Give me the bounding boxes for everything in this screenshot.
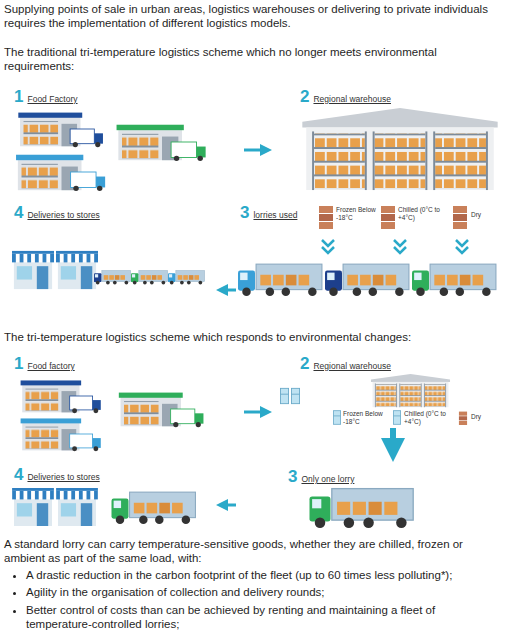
fridge-container	[291, 388, 299, 403]
step-number: 1	[14, 88, 23, 105]
stores-and-convoy	[12, 251, 205, 289]
step-number: 3	[240, 204, 249, 221]
factory-building	[117, 125, 206, 161]
step-number: 2	[300, 355, 309, 372]
store	[12, 251, 54, 289]
chevron	[322, 240, 334, 253]
warehouse-illustration	[280, 374, 467, 425]
store	[12, 488, 54, 526]
flow-arrow	[228, 289, 236, 292]
lorry	[131, 271, 168, 285]
step-number: 1	[14, 355, 23, 372]
step-header: 4 Deliveries to stores	[8, 458, 216, 483]
lorry	[412, 264, 496, 296]
chevron	[394, 240, 406, 253]
goods-stack	[453, 206, 467, 229]
goods-stack	[459, 412, 467, 425]
factory-building	[16, 155, 105, 191]
temperature-label: Dry	[471, 413, 497, 421]
factory-illustration	[16, 113, 206, 192]
step-title: Regional warehouse	[313, 362, 391, 371]
flow-arrow	[244, 149, 260, 152]
step-title: lorries used	[253, 211, 297, 220]
paragraph: A standard lorry can carry temperature-s…	[4, 537, 504, 566]
flow-arrow	[244, 411, 260, 414]
warehouse	[371, 374, 450, 407]
step-header: 3 lorries used	[236, 198, 509, 221]
section-heading: The traditional tri-temperature logistic…	[4, 45, 504, 74]
fridge-container	[333, 411, 340, 425]
bullet-list: A drastic reduction in the carbon footpr…	[4, 568, 504, 635]
step-header: 1 Food factory	[8, 352, 244, 372]
factory-illustration	[21, 380, 204, 451]
process-step: 2 Regional warehouse	[272, 85, 509, 195]
lorry	[94, 271, 131, 285]
flow-arrow	[228, 504, 236, 507]
paragraph: Supplying points of sale in urban areas,…	[4, 2, 504, 31]
factory-building	[21, 418, 101, 451]
process-step: 1 Food factory	[8, 352, 244, 454]
process-step: 3 Only one lorry	[236, 462, 509, 530]
fridge-container	[280, 388, 288, 403]
process-step: 3 lorries used	[236, 198, 509, 322]
step-header: 2 Regional warehouse	[272, 352, 509, 372]
temperature-label: Frozen Below -18°C	[336, 206, 376, 222]
lorry	[168, 271, 205, 285]
fridge-container	[393, 411, 400, 425]
goods-stack	[319, 206, 333, 229]
process-step: 4 Deliveries to stores	[8, 458, 216, 530]
stores-and-lorry	[12, 488, 195, 526]
process-step: 4 Deliveries to stores	[8, 198, 216, 322]
lorry	[325, 264, 409, 296]
process-step: 2 Regional warehouse	[272, 352, 509, 428]
step-header: 1 Food Factory	[8, 85, 244, 105]
lorry	[112, 492, 196, 524]
factory-building	[18, 113, 103, 148]
step-number: 2	[300, 88, 309, 105]
goods-stack	[381, 206, 395, 229]
step-header: 4 Deliveries to stores	[8, 198, 216, 221]
store	[56, 488, 98, 526]
bullet-point: Agility in the organisation of collectio…	[26, 585, 504, 599]
step-title: Food factory	[27, 362, 74, 371]
temperature-label: Chilled (0°C to +4°C)	[404, 410, 452, 426]
step-number: 4	[14, 466, 23, 483]
step-title: Only one lorry	[301, 475, 354, 484]
temperature-label: Frozen Below -18°C	[343, 410, 383, 426]
temperature-label: Chilled (0°C to +4°C)	[398, 206, 446, 222]
lorry	[238, 264, 322, 296]
step-title: Food Factory	[27, 95, 77, 104]
down-chevrons	[322, 240, 468, 253]
store	[56, 251, 98, 289]
step-title: Regional warehouse	[313, 95, 391, 104]
section-heading: The tri-temperature logistics scheme whi…	[4, 330, 504, 344]
factory-building	[21, 380, 101, 413]
bullet-point: A drastic reduction in the carbon footpr…	[26, 568, 504, 582]
factory-building	[119, 393, 204, 428]
three-lorries	[238, 264, 496, 296]
step-title: Deliveries to stores	[27, 211, 99, 220]
step-title: Deliveries to stores	[27, 473, 99, 482]
flow-arrow	[390, 428, 396, 438]
step-header: 2 Regional warehouse	[272, 85, 509, 105]
temperature-label: Dry	[471, 211, 497, 219]
step-number: 4	[14, 204, 23, 221]
warehouse-illustration	[302, 108, 497, 190]
bullet-point: Better control of costs than can be achi…	[26, 603, 504, 632]
process-step: 1 Food Factory	[8, 85, 244, 195]
step-header: 3 Only one lorry	[236, 462, 509, 485]
step-number: 3	[288, 468, 297, 485]
chevron	[456, 240, 468, 253]
lorry	[310, 489, 414, 528]
goods-stacks	[319, 206, 467, 229]
